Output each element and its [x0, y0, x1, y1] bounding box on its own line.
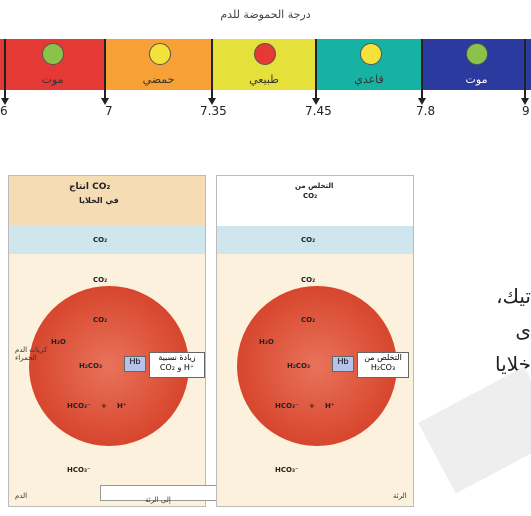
- h2co3-label: H₂CO₃: [287, 362, 311, 370]
- release-title: التخلص من: [295, 182, 334, 190]
- capillary: [9, 226, 205, 254]
- side-text-line-1: تيك،: [496, 284, 531, 308]
- hco3-label: HCO₃⁻: [67, 466, 91, 474]
- segment-label: حمضي: [142, 73, 175, 86]
- tick-arrow-icon: [1, 98, 9, 105]
- hplus-label: H⁺: [325, 402, 335, 410]
- co2-label: CO₂: [93, 236, 108, 244]
- co2-label: CO₂: [93, 276, 108, 284]
- tick-arrow-icon: [418, 98, 426, 105]
- tick-mark: [524, 39, 526, 99]
- lung-panel: التخلص من CO₂ CO₂ CO₂ CO₂ H₂O H₂CO₃ Hb H…: [216, 175, 414, 507]
- tick-label: 7: [105, 104, 113, 118]
- tick-label: 7.45: [305, 104, 332, 118]
- release-box-formula: H₂CO₃: [370, 363, 396, 372]
- hco3-label: HCO₃⁻: [275, 402, 299, 410]
- segment-alkaline: قاعدي: [316, 39, 422, 90]
- hemoglobin-icon: Hb: [332, 356, 354, 372]
- h2o-label: H₂O: [51, 338, 66, 346]
- sad-face-icon: [149, 43, 171, 65]
- rbc-label: كريات الدم الحمراء: [15, 346, 48, 362]
- segment-acidic: حمضي: [105, 39, 212, 90]
- tick-label: 9: [522, 104, 530, 118]
- segment-death-acid: موت: [0, 39, 105, 90]
- cell-layer: [9, 176, 205, 231]
- tick-label: 7.8: [416, 104, 436, 118]
- production-title: انتاج CO₂: [69, 182, 111, 192]
- production-subtitle: في الخلايا: [79, 196, 119, 205]
- capillary: [217, 226, 413, 254]
- release-box: التخلص من H₂CO₃: [357, 352, 409, 378]
- hplus-label: H⁺: [117, 402, 127, 410]
- release-box-label: التخلص من: [364, 353, 402, 362]
- hemoglobin-icon: Hb: [124, 356, 146, 372]
- segment-normal: طبيعي: [212, 39, 316, 90]
- hco3-label: HCO₃⁻: [275, 466, 299, 474]
- lung-label: الرئة: [393, 492, 407, 500]
- tick-mark: [315, 39, 317, 99]
- segment-label: طبيعي: [249, 73, 279, 86]
- increase-box: زيادة نسبية CO₂ و H⁺: [149, 352, 205, 378]
- h2co3-label: H₂CO₃: [79, 362, 103, 370]
- tissue-panel: انتاج CO₂ في الخلايا CO₂ CO₂ CO₂ H₂O H₂C…: [8, 175, 206, 507]
- tick-arrow-icon: [521, 98, 529, 105]
- hco3-label: HCO₃⁻: [67, 402, 91, 410]
- side-text-line-2: ى: [515, 318, 531, 342]
- tick-label: 6: [0, 104, 8, 118]
- segment-death-base: موت: [422, 39, 531, 90]
- dead-face-icon: [466, 43, 488, 65]
- tick-arrow-icon: [208, 98, 216, 105]
- plus-label: +: [309, 402, 315, 410]
- release-co2: CO₂: [303, 192, 318, 200]
- decorative-shape: [418, 366, 531, 494]
- tick-mark: [4, 39, 6, 99]
- increase-label: زيادة نسبية: [158, 353, 196, 362]
- dead-face-icon: [42, 43, 64, 65]
- tick-label: 7.35: [200, 104, 227, 118]
- segment-label: قاعدي: [354, 73, 384, 86]
- blood-label: الدم: [15, 492, 28, 500]
- tick-mark: [211, 39, 213, 99]
- tick-mark: [104, 39, 106, 99]
- h2o-label: H₂O: [259, 338, 274, 346]
- increase-formula: CO₂ و H⁺: [159, 363, 195, 372]
- sad-face-icon: [360, 43, 382, 65]
- segment-label: موت: [41, 73, 64, 86]
- to-lung-label: إلى الرئة: [145, 496, 171, 504]
- alveoli-layer: [217, 176, 413, 231]
- tick-arrow-icon: [101, 98, 109, 105]
- co2-label: CO₂: [301, 316, 316, 324]
- co2-label: CO₂: [93, 316, 108, 324]
- tick-mark: [421, 39, 423, 99]
- co2-label: CO₂: [301, 276, 316, 284]
- co2-label: CO₂: [301, 236, 316, 244]
- plus-label: +: [101, 402, 107, 410]
- segment-label: موت: [465, 73, 488, 86]
- tick-arrow-icon: [312, 98, 320, 105]
- ph-scale-title: درجة الحموضة للدم: [220, 8, 311, 21]
- happy-face-icon: [254, 43, 276, 65]
